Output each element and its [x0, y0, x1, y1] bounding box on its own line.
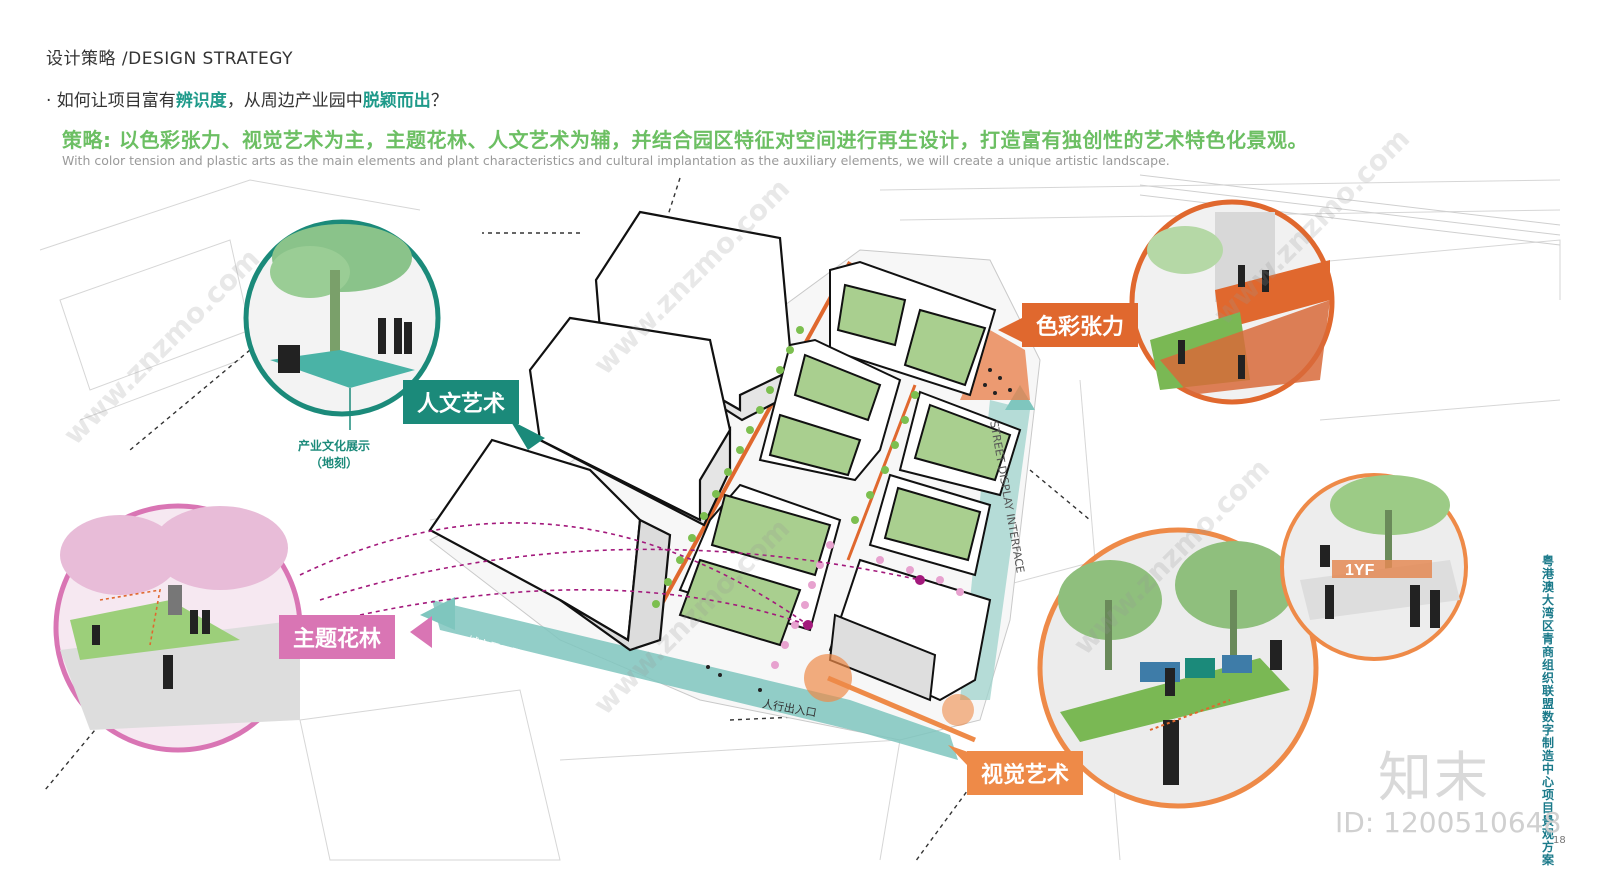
question-suffix: ？	[430, 91, 448, 111]
theme-flower-vignette	[53, 503, 303, 753]
question-highlight-1: 辨识度	[175, 91, 227, 111]
sign-plaza-vignette: 1YF	[1280, 473, 1468, 661]
culture-caption-line1: 产业文化展示	[298, 439, 371, 453]
project-name-vertical: 粤港澳大湾区青商组织联盟数字制造中心项目景观方案	[1541, 554, 1554, 867]
culture-caption-line2: （地刻）	[310, 456, 359, 470]
color-tension-vignette	[1129, 199, 1335, 405]
visual-art-vignette	[1037, 527, 1319, 809]
question-highlight-2: 脱颖而出	[362, 91, 431, 111]
strategy-subtitle: With color tension and plastic arts as t…	[62, 153, 1170, 168]
tag-color-tension: 色彩张力	[1022, 303, 1139, 347]
tag-visual-art: 视觉艺术	[967, 751, 1084, 795]
watermark-id: ID: 1200510648	[1335, 806, 1562, 839]
culture-art-vignette	[243, 219, 441, 430]
tag-culture-art: 人文艺术	[403, 380, 520, 424]
page-title: 设计策略 /DESIGN STRATEGY	[46, 49, 294, 69]
sign-text: 1YF	[1345, 562, 1375, 579]
question-mid: ，从周边产业园中	[226, 91, 363, 111]
tag-theme-flower: 主题花林	[279, 615, 396, 659]
question-prefix: · 如何让项目富有	[46, 91, 176, 111]
page-number: 18	[1553, 835, 1566, 846]
culture-caption: 产业文化展示 （地刻）	[298, 438, 370, 472]
strategy-statement: 策略: 以色彩张力、视觉艺术为主，主题花林、人文艺术为辅，并结合园区特征对空间进…	[62, 128, 1308, 152]
watermark-logo: 知末	[1378, 746, 1490, 809]
design-question: · 如何让项目富有辨识度，从周边产业园中脱颖而出？	[46, 86, 448, 111]
